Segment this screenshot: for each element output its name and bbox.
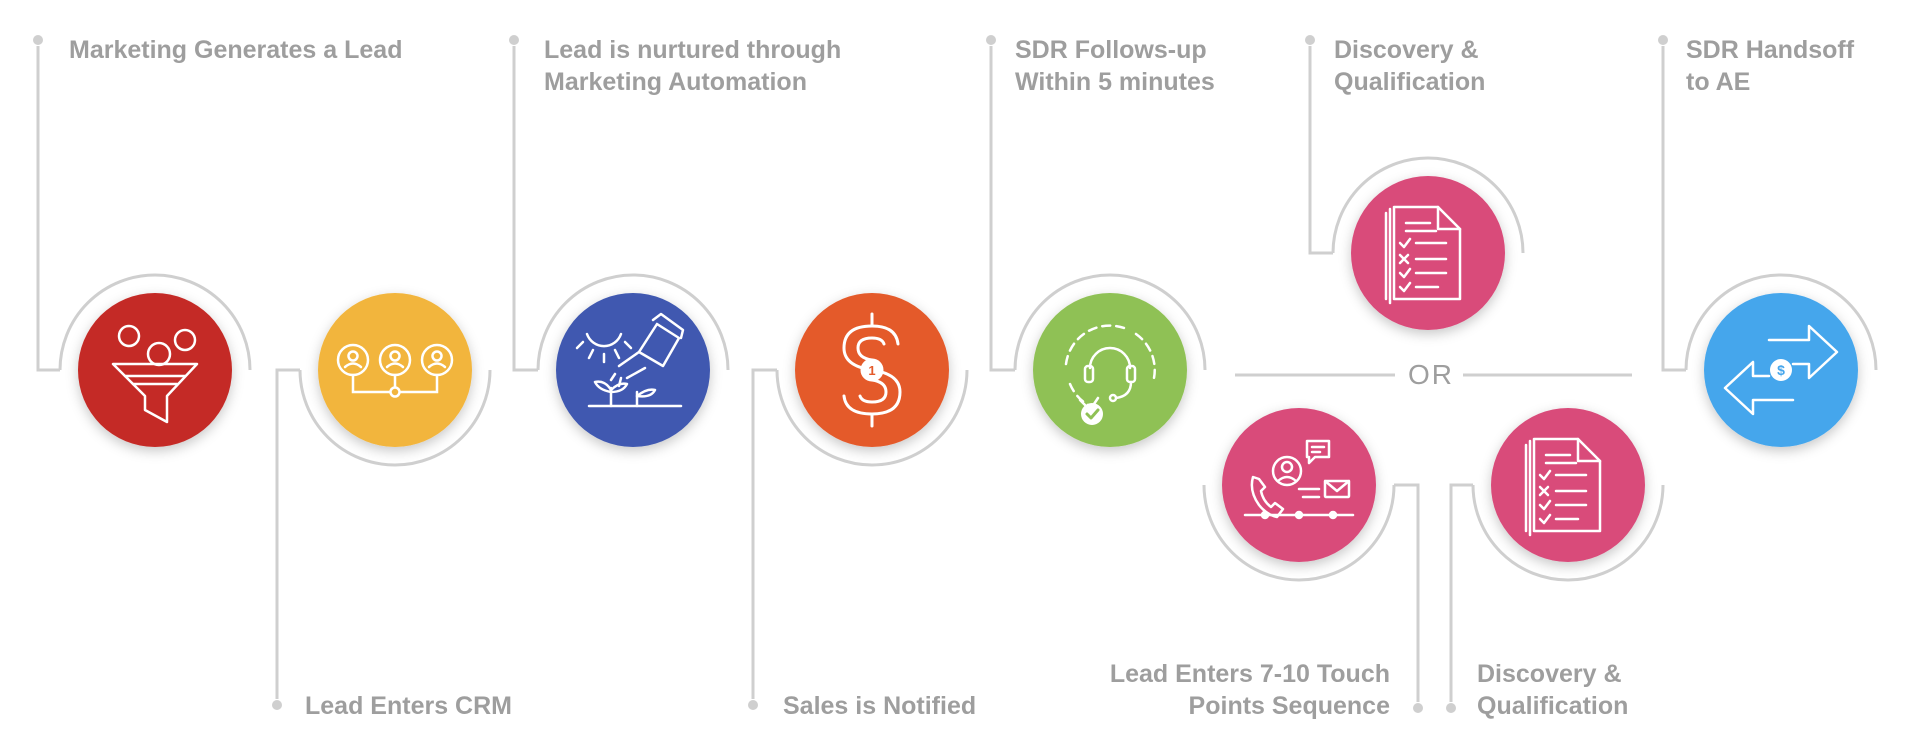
svg-text:$: $ xyxy=(1777,362,1785,378)
step-6-arc xyxy=(1331,156,1525,254)
step-3-circle xyxy=(556,293,710,447)
step-7-connector xyxy=(1394,483,1420,702)
headset-icon xyxy=(1064,324,1156,425)
step-5-circle xyxy=(1033,293,1187,447)
step-4-label: Sales is Notified xyxy=(783,692,977,720)
step-circles xyxy=(78,176,1858,562)
svg-text:1: 1 xyxy=(868,363,875,378)
step-1-arc xyxy=(58,273,252,371)
contact-sequence-icon xyxy=(1243,439,1355,520)
connector-lines xyxy=(33,35,1878,713)
step-5-marker xyxy=(986,35,996,45)
step-3-marker xyxy=(509,35,519,45)
step-8-label: Discovery & Qualification xyxy=(1477,660,1629,720)
funnel-icon xyxy=(111,324,199,424)
step-2-circle xyxy=(318,293,472,447)
step-7-arc xyxy=(1202,484,1396,582)
step-3-connector xyxy=(512,46,538,372)
step-8-connector xyxy=(1449,483,1473,702)
step-1-circle xyxy=(78,293,232,447)
step-3-label: Lead is nurtured through Marketing Autom… xyxy=(544,36,842,96)
step-6-label: Discovery & Qualification xyxy=(1334,36,1486,96)
checklist-document-icon xyxy=(1524,437,1602,537)
step-2-label: Lead Enters CRM xyxy=(305,692,512,720)
step-2-arc xyxy=(298,369,492,467)
step-9-arc xyxy=(1684,273,1878,371)
step-5-connector xyxy=(989,46,1015,372)
dollar-notification-icon: 1 xyxy=(842,312,902,428)
watering-can-icon xyxy=(575,312,685,408)
step-7-label: Lead Enters 7-10 Touch Points Sequence xyxy=(1109,660,1390,720)
step-2-marker xyxy=(272,700,282,710)
step-9-label: SDR Handsoff to AE xyxy=(1686,36,1855,96)
step-1-label: Marketing Generates a Lead xyxy=(69,36,403,64)
step-9-marker xyxy=(1658,35,1668,45)
step-5-label: SDR Follows-up Within 5 minutes xyxy=(1015,36,1215,96)
step-3-arc xyxy=(536,273,730,371)
step-8-arc xyxy=(1471,484,1665,582)
or-branch-label: OR xyxy=(1408,359,1454,390)
step-6-connector xyxy=(1308,46,1333,255)
step-9-connector xyxy=(1661,46,1686,372)
step-1-marker xyxy=(33,35,43,45)
step-7-marker xyxy=(1413,703,1423,713)
step-6-circle xyxy=(1351,176,1505,330)
step-4-marker xyxy=(748,700,758,710)
step-4-arc xyxy=(775,369,969,467)
step-7-circle xyxy=(1222,408,1376,562)
step-5-arc xyxy=(1013,273,1207,371)
step-2-connector xyxy=(275,368,300,699)
people-network-icon xyxy=(336,343,454,398)
step-6-marker xyxy=(1305,35,1315,45)
step-4-connector xyxy=(751,368,777,699)
step-8-circle xyxy=(1491,408,1645,562)
step-1-connector xyxy=(36,46,60,372)
exchange-arrows-icon: $ xyxy=(1723,324,1839,416)
step-8-marker xyxy=(1446,703,1456,713)
checklist-document-icon xyxy=(1384,205,1462,305)
